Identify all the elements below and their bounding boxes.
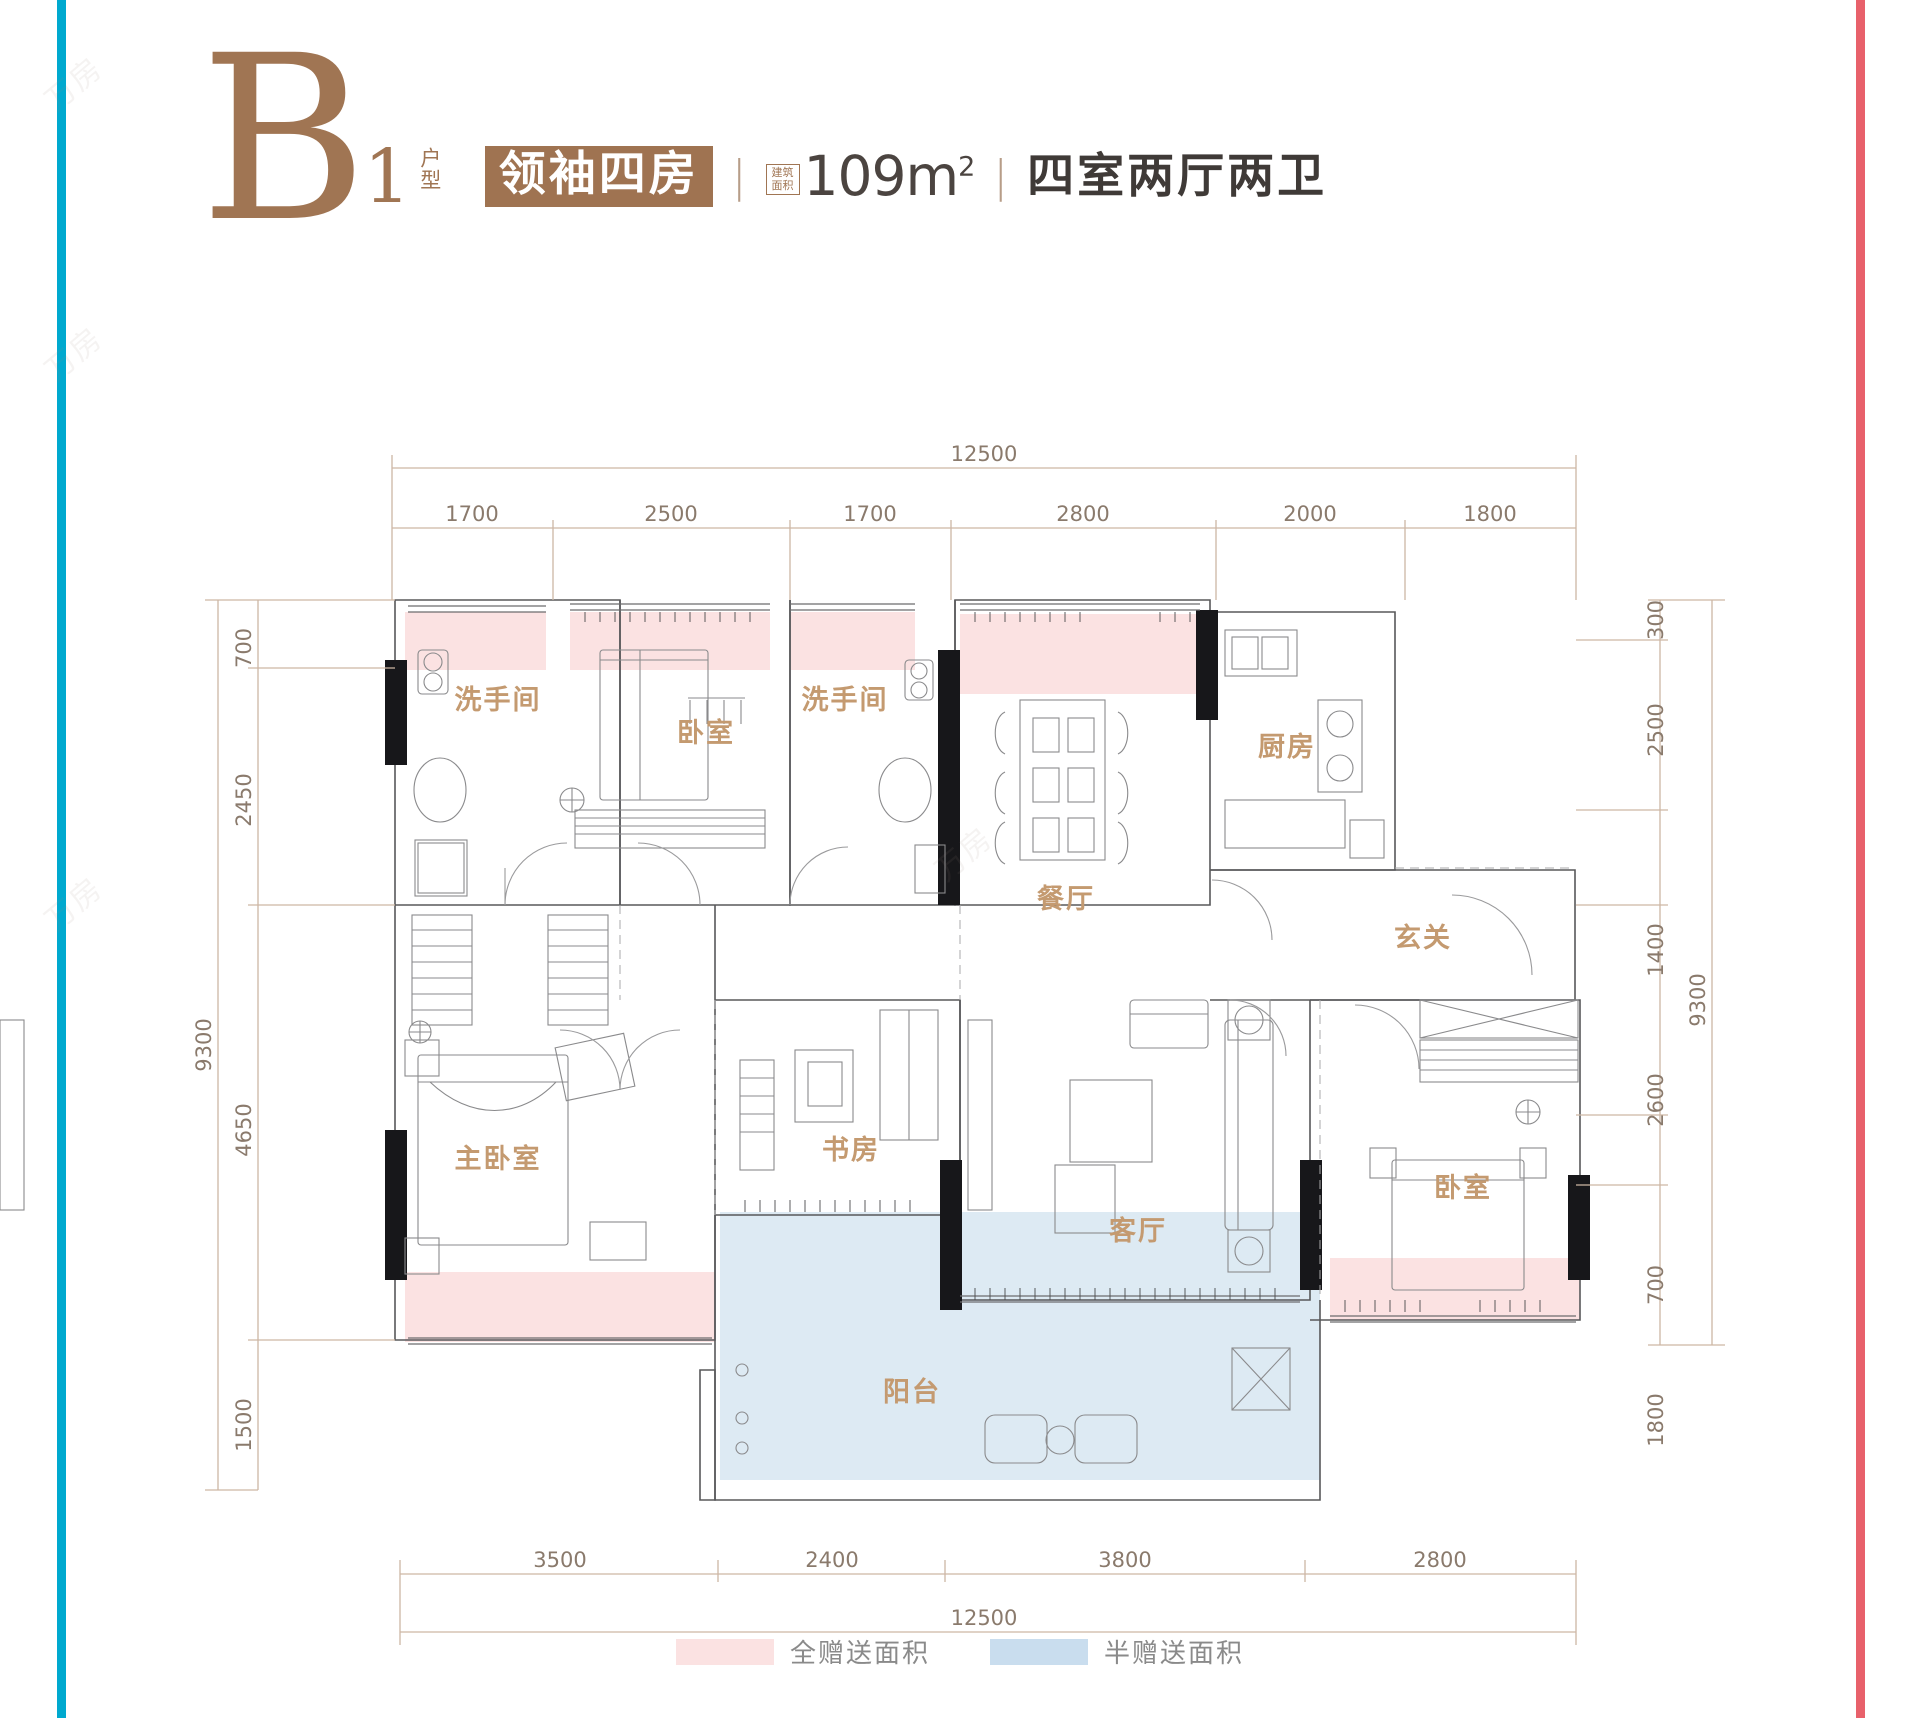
dimension-left-labels: 9300 700 2450 4650 1500 [192,628,256,1452]
dim-right-seg-3: 2600 [1644,1073,1668,1126]
dim-left-seg-1: 2450 [232,773,256,826]
layout-description: 四室两厅两卫 [1027,149,1328,204]
dim-left-seg-0: 700 [232,628,256,668]
dim-top-seg-5: 1800 [1463,502,1516,526]
area-tag-icon: 建筑 面积 [765,164,800,195]
legend-label-full-gift: 全赠送面积 [789,1639,930,1669]
area-tag-line2: 面积 [771,178,794,192]
dim-bot-seg-1: 2400 [805,1548,858,1572]
header-separator-1: | [731,151,747,202]
dim-left-total: 9300 [192,1018,216,1071]
gift-full-areas [405,612,1580,1342]
dim-top-seg-4: 2000 [1283,502,1336,526]
room-label-bedroom_2: 卧室 [1434,1172,1492,1204]
room-label-study: 书房 [822,1135,880,1166]
room-label-foyer: 玄关 [1394,922,1452,954]
dim-right-seg-1: 2500 [1644,703,1668,756]
dim-left-seg-3: 1500 [232,1398,256,1451]
room-label-balcony: 阳台 [883,1376,941,1408]
dimension-right [1576,599,1725,1346]
area-legend: 全赠送面积 半赠送面积 [0,1633,1920,1670]
dimension-top [391,455,1577,600]
dim-right-seg-4: 700 [1644,1265,1668,1305]
dim-top-seg-2: 1700 [843,502,896,526]
gift-half-areas [720,1212,1320,1480]
windows [408,603,1576,1345]
dim-bot-seg-0: 3500 [533,1548,586,1572]
room-label-master: 主卧室 [455,1143,542,1175]
dim-right-seg-5: 1800 [1644,1393,1668,1446]
room-label-living: 客厅 [1109,1215,1167,1247]
legend-swatch-half-gift [990,1638,1088,1665]
dim-top-total: 12500 [951,442,1018,466]
dimension-bottom [399,1560,1577,1645]
area-tag-line1: 建筑 [771,166,794,180]
header-separator-2: | [993,151,1009,202]
unit-name-badge: 领袖四房 [484,146,713,207]
room-label-bedroom_1: 卧室 [677,717,735,749]
dim-right-total: 9300 [1686,973,1710,1026]
room-label-kitchen: 厨房 [1258,732,1316,763]
legend-label-half-gift: 半赠送面积 [1104,1639,1245,1669]
area-value: 109m2 [804,149,976,204]
dim-right-seg-0: 300 [1644,600,1668,640]
door-swings [504,842,1533,1091]
dim-top-seg-3: 2800 [1056,502,1109,526]
dashed-guides [619,867,1575,1300]
header-details: 领袖四房 | 建筑 面积 109m2 | 四室两厅两卫 [484,146,1328,207]
room-label-dining: 餐厅 [1037,884,1095,915]
dim-bot-seg-3: 2800 [1413,1548,1466,1572]
dimension-bottom-labels: 3500 2400 3800 2800 12500 [533,1548,1466,1630]
legend-item-half-gift: 半赠送面积 [990,1633,1244,1670]
area-unit-exponent: 2 [958,151,975,183]
unit-type-label: 户型 [417,147,442,191]
left-accent-rail [57,0,66,1718]
unit-letter: B [200,6,368,273]
plan-header: B 1 户型 领袖四房 | 建筑 面积 109m2 | 四室两厅两卫 [200,6,1328,273]
dim-top-seg-1: 2500 [644,502,697,526]
dim-left-seg-2: 4650 [232,1103,256,1156]
fixtures [0,629,1579,1464]
structural-walls [385,610,1590,1310]
dimension-left [205,599,395,1491]
legend-swatch-full-gift [675,1638,774,1665]
area-group: 建筑 面积 109m2 [765,149,976,204]
dim-top-seg-0: 1700 [445,502,498,526]
dim-bot-total: 12500 [951,1606,1018,1630]
right-accent-rail [1856,0,1865,1718]
room-label-washroom_2: 洗手间 [802,685,889,716]
dim-bot-seg-2: 3800 [1098,1548,1151,1572]
legend-item-full-gift: 全赠送面积 [675,1633,930,1670]
unit-number: 1 [363,133,411,220]
room-label-washroom_1: 洗手间 [455,685,542,716]
dimension-top-labels: 12500 1700 2500 1700 2800 2000 1800 [445,442,1516,526]
area-number: 109m [803,144,960,208]
window-hatch [584,612,1541,1312]
dimension-right-labels: 9300 300 2500 1400 2600 700 1800 [1644,600,1710,1447]
unit-number-group: 1 户型 [363,133,442,220]
dim-right-seg-2: 1400 [1644,923,1668,976]
